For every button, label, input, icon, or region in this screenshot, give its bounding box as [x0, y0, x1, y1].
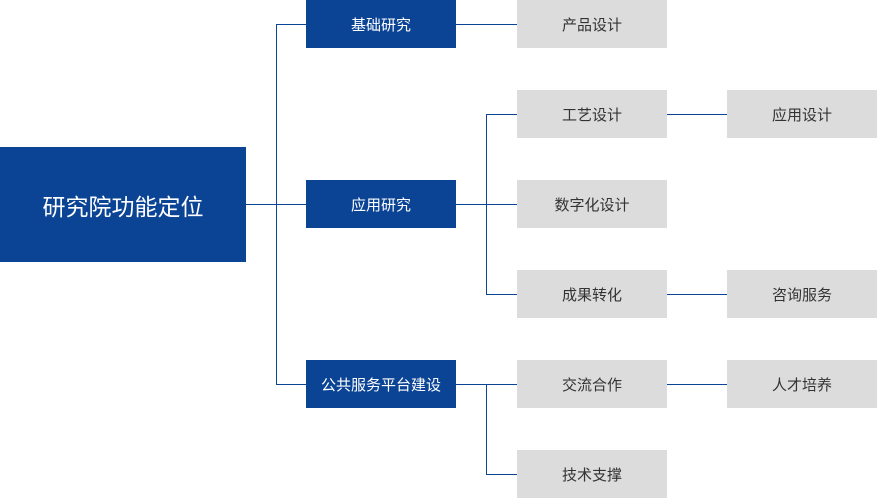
node-exchange-cooperation: 交流合作: [517, 360, 667, 408]
node-exchange-cooperation-label: 交流合作: [561, 375, 622, 394]
node-consulting-service-label: 咨询服务: [771, 285, 832, 304]
node-digital-design-label: 数字化设计: [554, 195, 630, 214]
node-tech-support: 技术支撑: [517, 450, 667, 498]
node-digital-design: 数字化设计: [517, 180, 667, 228]
node-public-platform: 公共服务平台建设: [306, 360, 456, 408]
root-node: 研究院功能定位: [0, 147, 246, 262]
node-product-design-label: 产品设计: [561, 15, 622, 34]
node-basic-research: 基础研究: [306, 0, 456, 48]
node-achievement-transfer: 成果转化: [517, 270, 667, 318]
node-application-design: 应用设计: [727, 90, 877, 138]
node-basic-research-label: 基础研究: [350, 15, 411, 34]
node-consulting-service: 咨询服务: [727, 270, 877, 318]
node-applied-research-label: 应用研究: [350, 195, 411, 214]
node-achievement-transfer-label: 成果转化: [561, 285, 622, 304]
node-talent-training-label: 人才培养: [771, 375, 832, 394]
node-product-design: 产品设计: [517, 0, 667, 48]
node-process-design: 工艺设计: [517, 90, 667, 138]
node-talent-training: 人才培养: [727, 360, 877, 408]
node-public-platform-label: 公共服务平台建设: [320, 375, 441, 394]
node-tech-support-label: 技术支撑: [561, 465, 622, 484]
node-applied-research: 应用研究: [306, 180, 456, 228]
root-node-label: 研究院功能定位: [42, 194, 204, 221]
node-process-design-label: 工艺设计: [561, 105, 622, 124]
node-application-design-label: 应用设计: [771, 105, 832, 124]
